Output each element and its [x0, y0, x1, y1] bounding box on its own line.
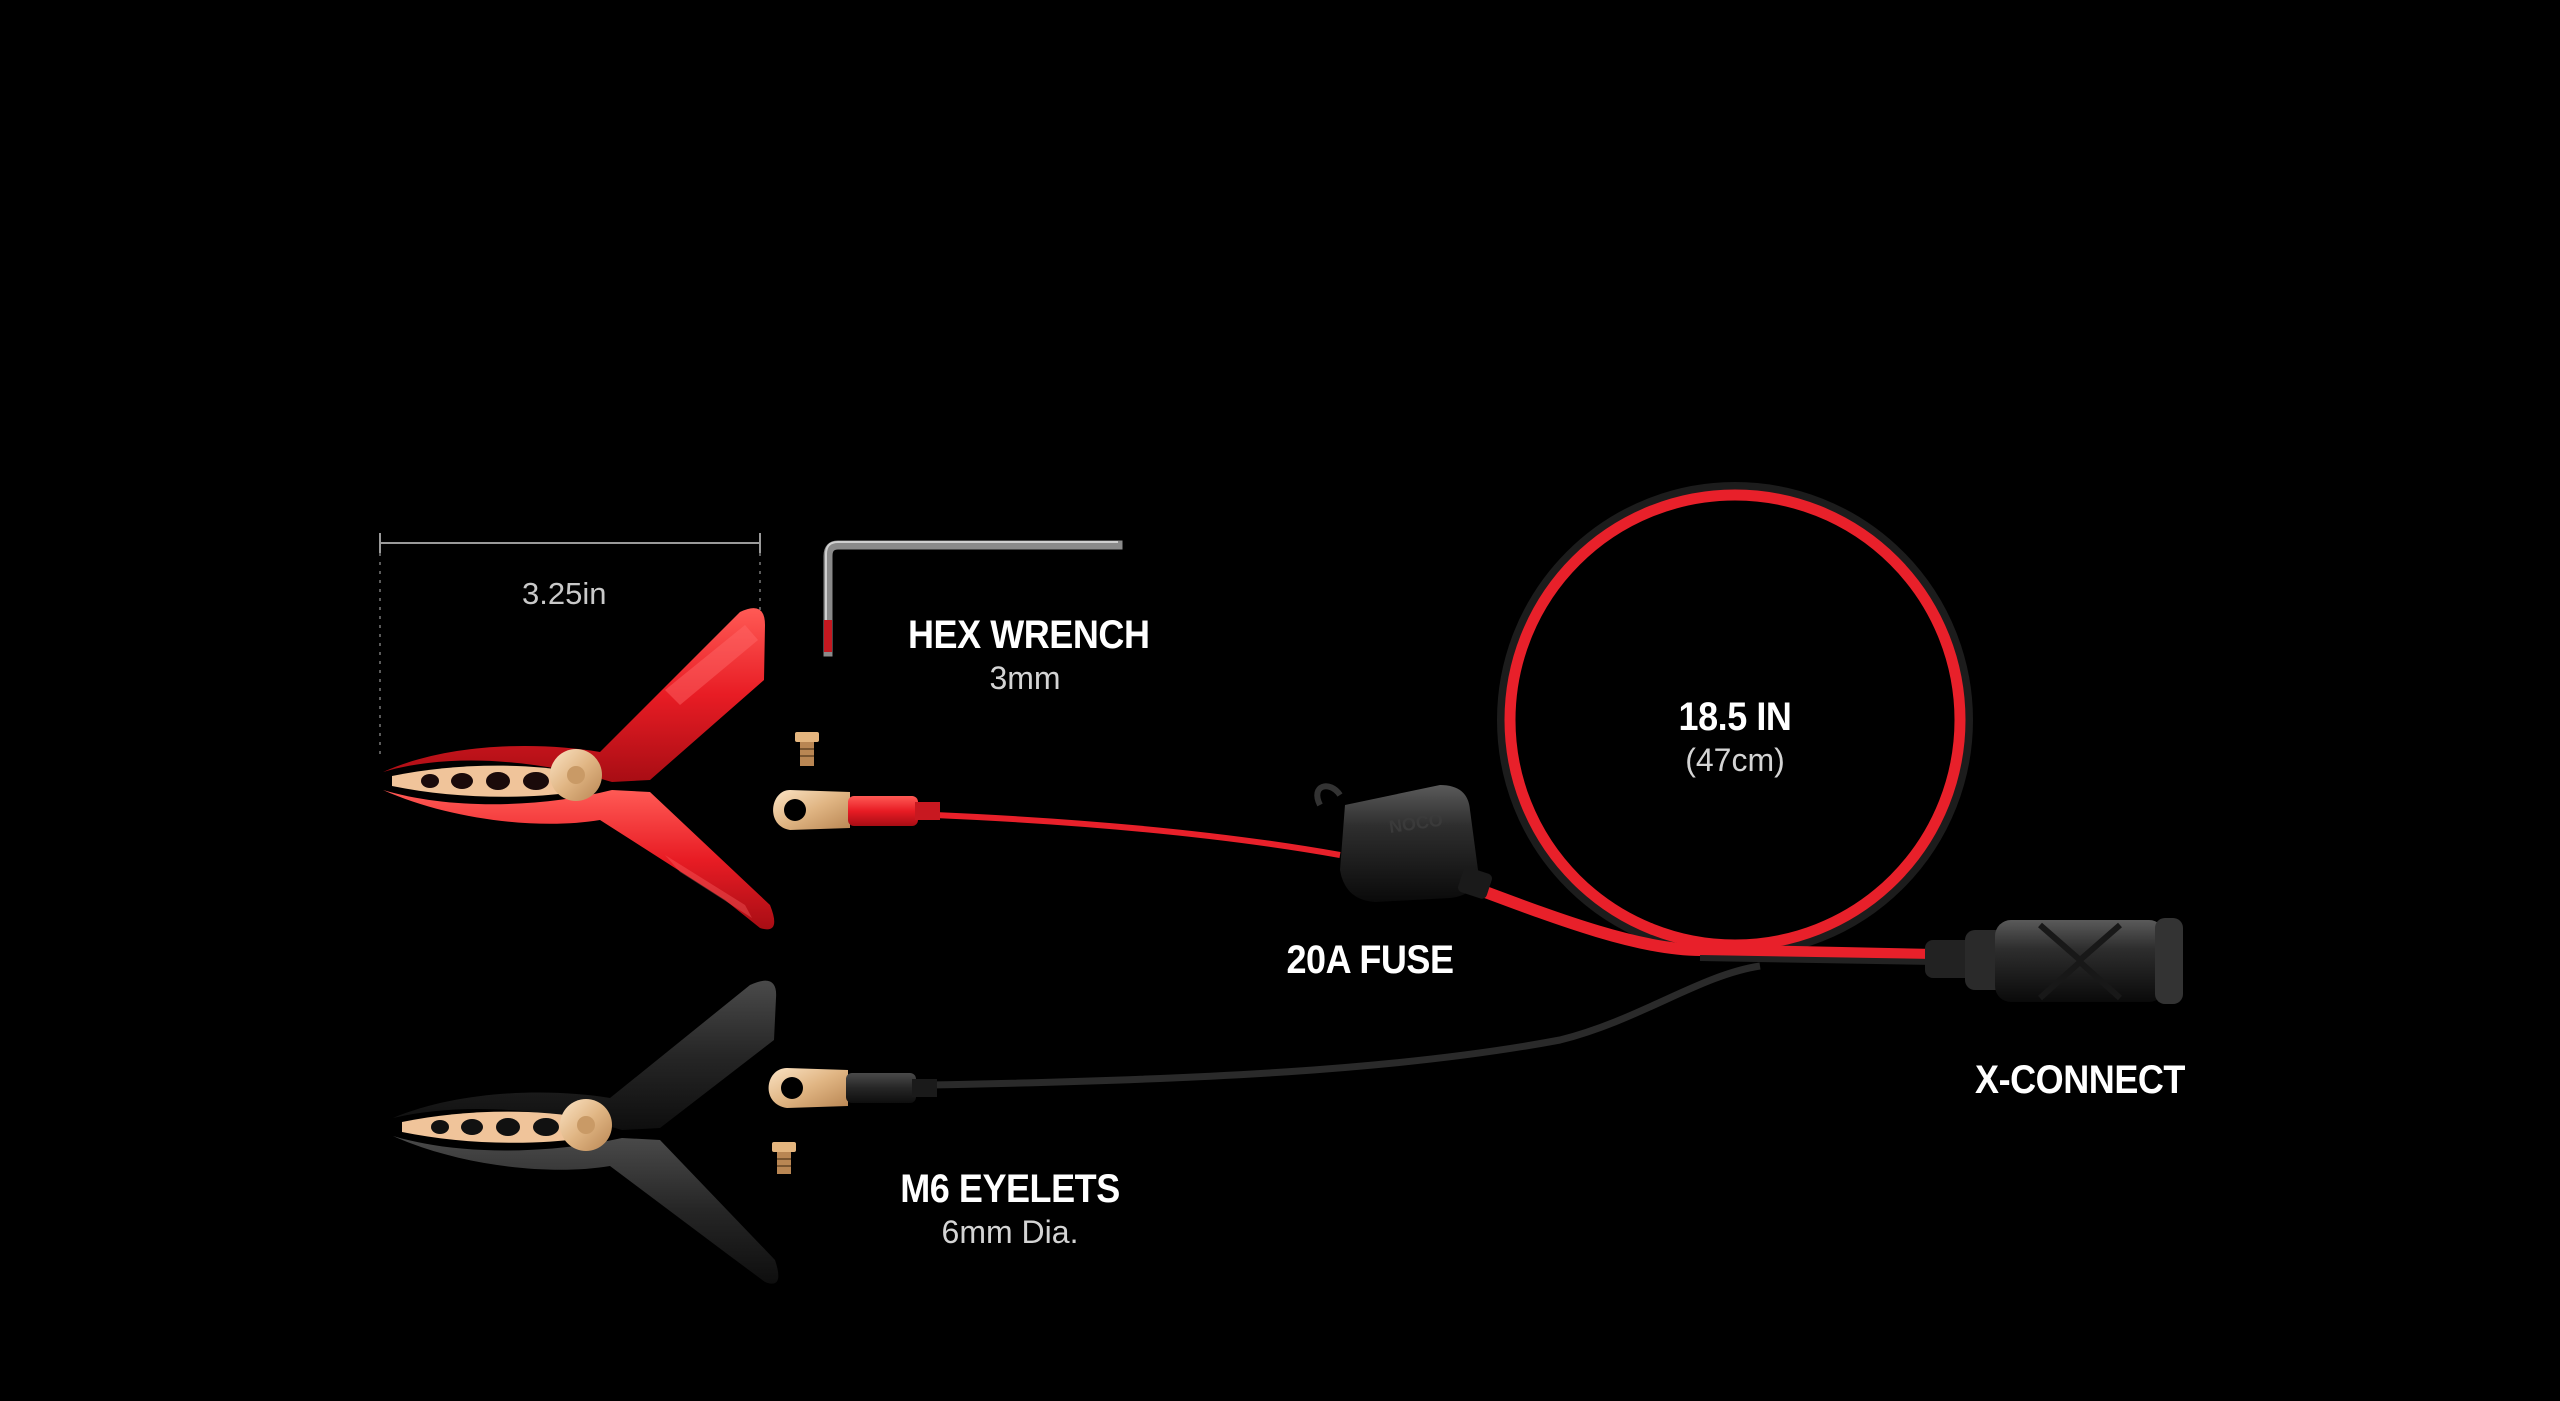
- x-connect-plug-icon: [1925, 918, 2183, 1004]
- eyelets-diameter: 6mm Dia.: [941, 1214, 1079, 1250]
- x-connect-title: X-CONNECT: [1975, 1058, 2185, 1102]
- clamp-width-dimension: 3.25in: [522, 576, 607, 611]
- black-wire: [929, 962, 1761, 1089]
- hex-wrench-label: HEX WRENCH 3mm: [895, 613, 1155, 697]
- black-clamp-icon: [393, 980, 779, 1284]
- x-connect-label: X-CONNECT: [1955, 1058, 2205, 1103]
- screw-icon: [795, 732, 819, 766]
- black-eyelet-icon: [768, 1068, 937, 1108]
- cable-length-title: 18.5 IN: [1678, 695, 1792, 739]
- fuse-title: 20A FUSE: [1286, 938, 1454, 982]
- cable-length-label: 18.5 IN (47cm): [1610, 695, 1860, 779]
- red-wire: [934, 812, 1936, 965]
- fuse-label: 20A FUSE: [1260, 938, 1480, 983]
- screw-icon: [772, 1142, 796, 1174]
- hex-wrench-size: 3mm: [989, 660, 1061, 696]
- red-eyelet-icon: [773, 790, 940, 830]
- dimension-bracket: [379, 533, 761, 760]
- hex-wrench-icon: [823, 540, 1123, 657]
- eyelets-title: M6 EYELETS: [900, 1167, 1120, 1211]
- cable-length-metric: (47cm): [1685, 742, 1785, 778]
- hex-wrench-title: HEX WRENCH: [908, 613, 1150, 657]
- fuse-holder-icon: NOCO: [1314, 783, 1492, 902]
- eyelets-label: M6 EYELETS 6mm Dia.: [880, 1167, 1140, 1251]
- red-clamp-icon: [383, 608, 775, 930]
